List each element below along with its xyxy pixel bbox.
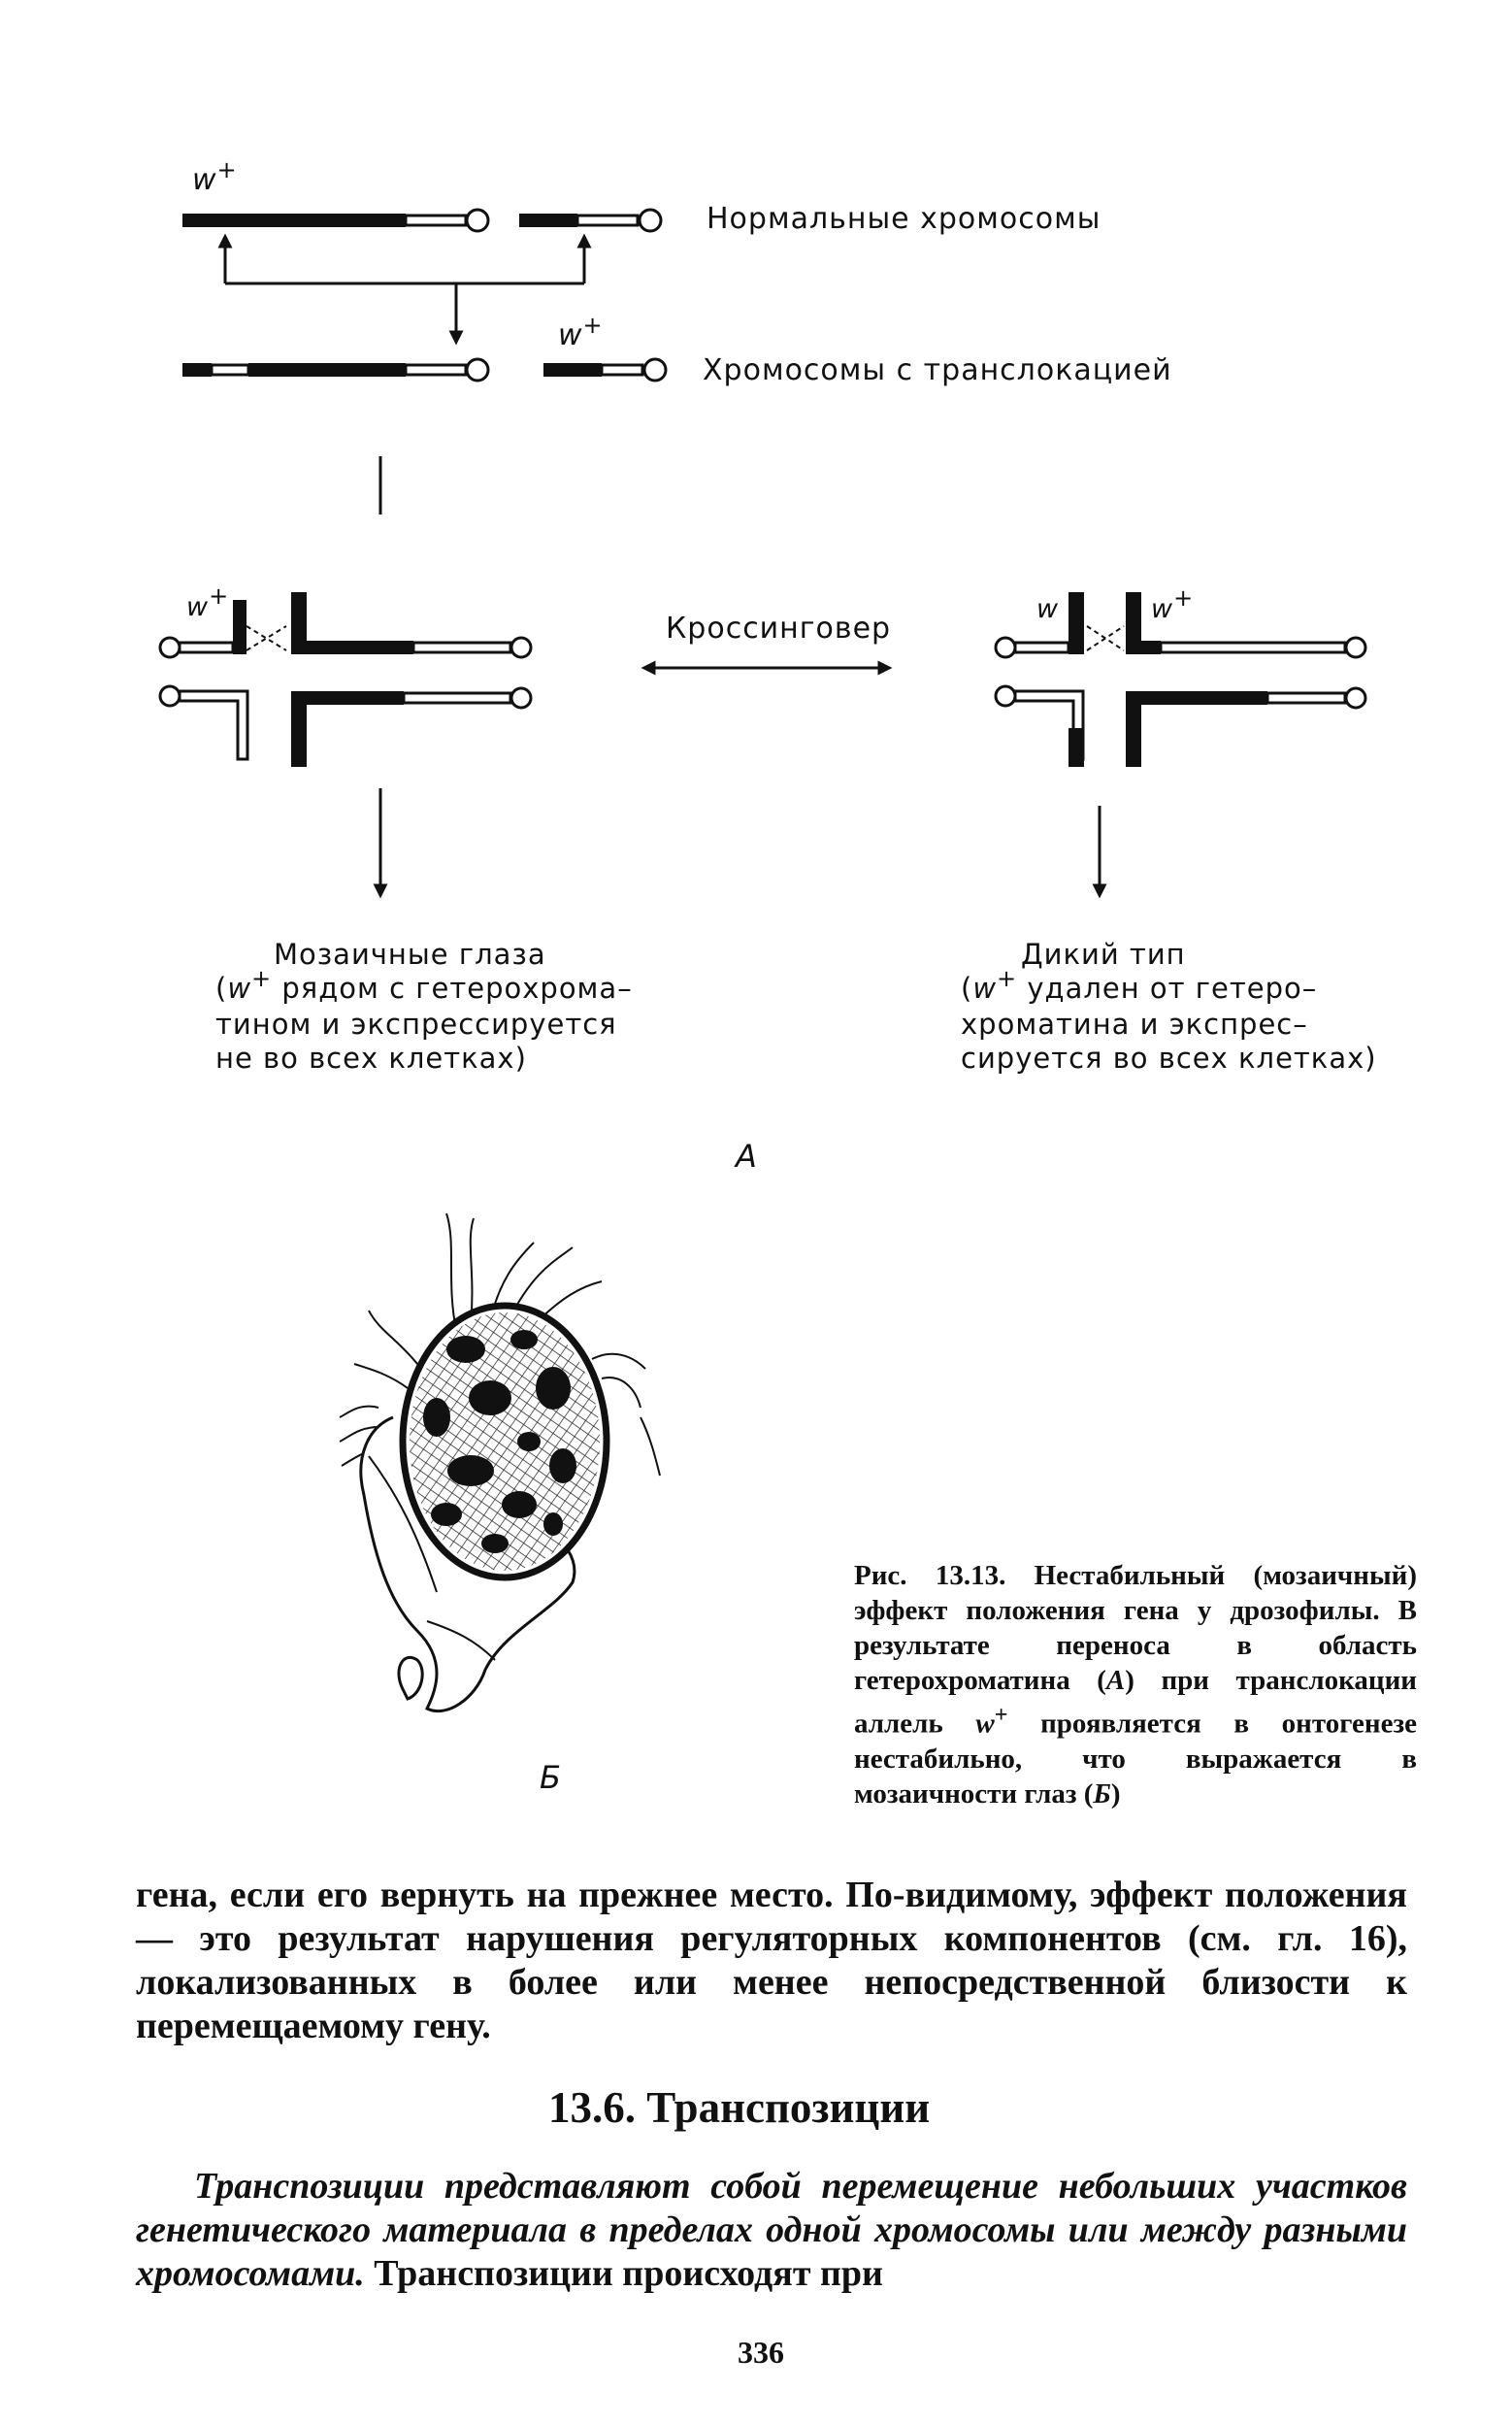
page-number: 336: [738, 2335, 784, 2370]
translocation-chromosome-long: [182, 357, 490, 382]
panel-letter-b: Б: [540, 1759, 561, 1796]
normal-chromosome-long: [182, 208, 490, 233]
panel-letter-a: А: [736, 1138, 757, 1175]
mosaic-eyes-caption: Мозаичные глаза (w+ рядом с гетерохрома–…: [215, 938, 633, 1075]
normal-chromosome-short: [519, 208, 663, 233]
normal-chromosomes-label: Нормальные хромосомы: [707, 202, 1101, 236]
pairing-cross-left: [158, 592, 533, 767]
figure-caption: Рис. 13.13. Нестабильный (мозаичный) эфф…: [854, 1560, 1417, 1810]
translocation-chromosomes-label: Хромосомы с транслокацией: [703, 353, 1172, 387]
paragraph-2-rest: Транспозиции происходят при: [364, 2253, 883, 2294]
body-paragraph-2: Транспозиции представляют собой перемеще…: [136, 2165, 1407, 2296]
gene-label-w-right-cross: w: [1036, 594, 1060, 624]
figure-a-diagram: [158, 208, 1367, 899]
gene-label-w-plus-normal: w+: [192, 156, 238, 197]
paragraph-2-italic: Транспозиции представляют собой перемеще…: [136, 2166, 1407, 2294]
exchange-arrows: [217, 233, 592, 346]
wild-type-caption: Дикий тип (w+ удален от гетеро– хроматин…: [961, 938, 1377, 1075]
body-paragraph-1: гена, если его вернуть на прежнее место.…: [136, 1875, 1407, 2046]
translocation-chromosome-short: [543, 357, 668, 382]
pairing-cross-right: [994, 592, 1367, 767]
gene-label-w-plus-left-cross: w+: [186, 582, 230, 622]
gene-label-w-plus-right-cross: w+: [1151, 584, 1195, 624]
section-heading: 13.6. Транспозиции: [548, 2083, 931, 2132]
crossing-over-label: Кроссинговер: [666, 612, 892, 646]
figure-b-fly-head: [339, 1212, 661, 1713]
gene-label-w-plus-translocation: w+: [558, 312, 604, 352]
